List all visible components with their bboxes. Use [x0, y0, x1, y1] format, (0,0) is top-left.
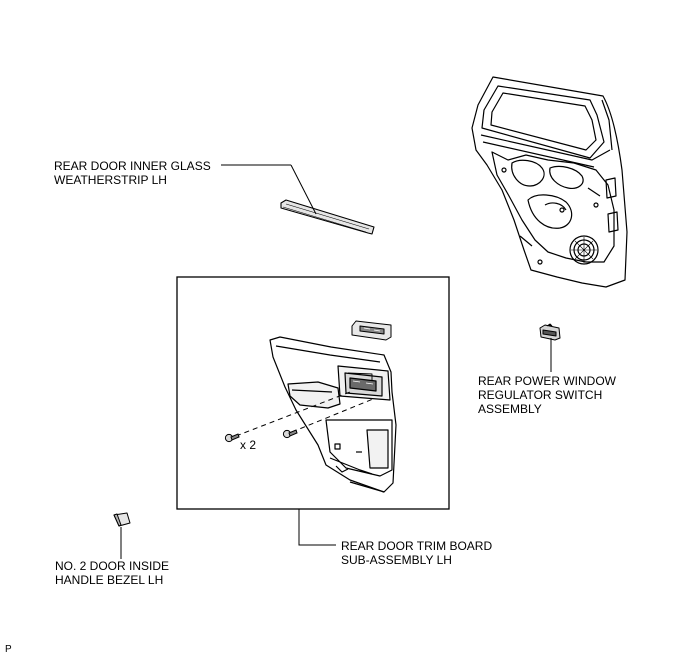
- label-power-window-switch: REAR POWER WINDOW REGULATOR SWITCH ASSEM…: [478, 374, 616, 416]
- weatherstrip-leader-line-diag: [290, 164, 317, 215]
- label-handle-bezel: NO. 2 DOOR INSIDE HANDLE BEZEL LH: [55, 559, 169, 587]
- label-line: REAR DOOR TRIM BOARD: [341, 539, 493, 553]
- label-line: REAR DOOR INNER GLASS: [54, 159, 211, 173]
- label-line: HANDLE BEZEL LH: [55, 573, 164, 587]
- screw-right: [282, 429, 298, 439]
- label-line: WEATHERSTRIP LH: [54, 173, 167, 187]
- label-inner-glass-weatherstrip: REAR DOOR INNER GLASS WEATHERSTRIP LH: [54, 159, 211, 187]
- power-window-switch-assembly: [539, 323, 561, 341]
- screw-left: [224, 433, 240, 443]
- label-line: NO. 2 DOOR INSIDE: [55, 559, 170, 573]
- door-trim-board: [269, 336, 397, 493]
- trim-board-leader-line: [298, 509, 336, 546]
- inner-glass-weatherstrip: [280, 199, 375, 235]
- label-line: REAR POWER WINDOW: [478, 374, 616, 388]
- label-trim-board: REAR DOOR TRIM BOARD SUB-ASSEMBLY LH: [341, 539, 492, 567]
- trim-board-inset-box: [176, 276, 450, 510]
- label-line: SUB-ASSEMBLY LH: [341, 553, 452, 567]
- screw-quantity: x 2: [240, 438, 257, 452]
- power-window-switch-in-box: [351, 320, 392, 341]
- rear-door-frame: [471, 76, 628, 288]
- screw-dashed-leaders: [235, 391, 374, 437]
- corner-mark: P: [5, 644, 12, 655]
- label-line: REGULATOR SWITCH: [478, 388, 603, 402]
- inside-handle-bezel: [113, 512, 131, 527]
- label-line: ASSEMBLY: [478, 402, 542, 416]
